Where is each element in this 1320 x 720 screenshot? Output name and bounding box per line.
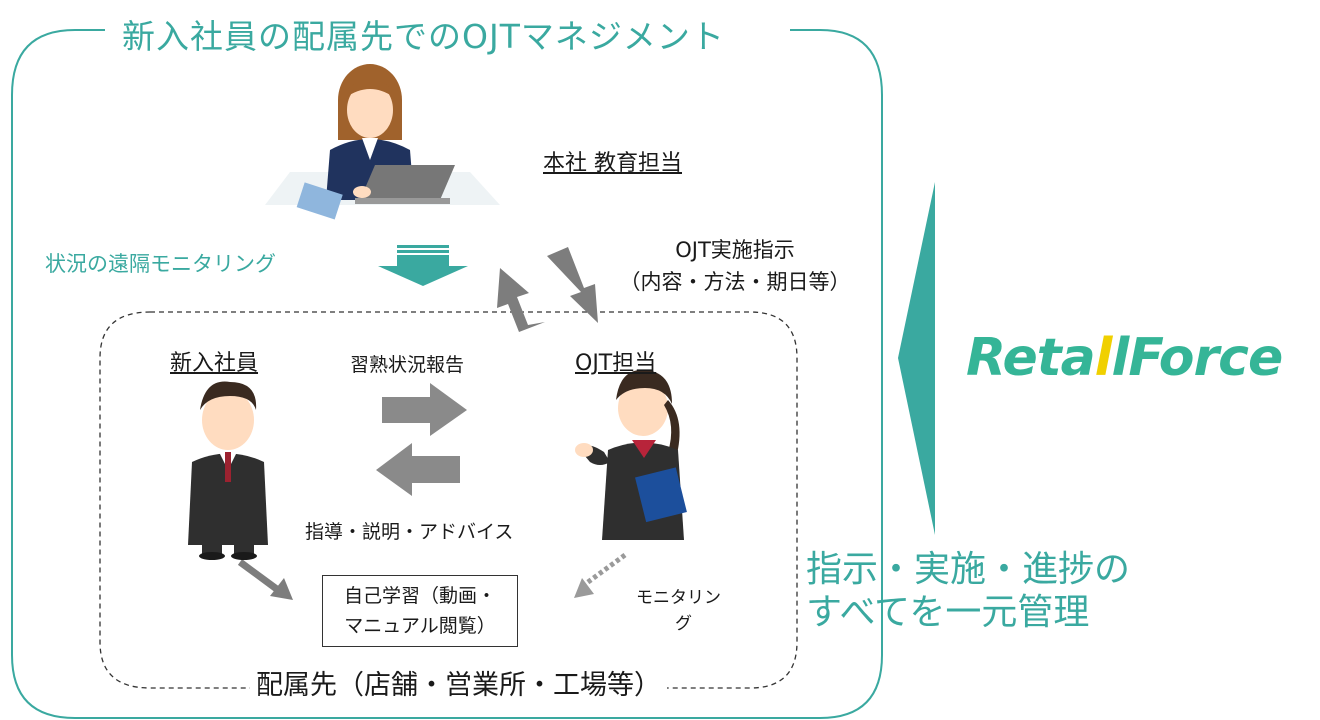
ojt-instruction-line2: （内容・方法・期日等） [619,270,851,294]
destination-label: 配属先（店舗・営業所・工場等） [250,663,667,702]
summary-text: 指示・実施・進捗の すべてを一元管理 [806,548,1130,634]
logo-figure-icon: l [1094,328,1113,388]
destination-frame [99,311,798,689]
self-study-line1: 自己学習（動画・ [343,585,496,607]
instruction-down-arrow [547,247,598,323]
guidance-left-arrow [376,443,460,496]
logo-text-end: lForce [1111,328,1284,388]
outer-frame [11,29,883,719]
report-up-arrow [497,268,545,332]
ojt-lead-label: OJT担当 [575,351,657,376]
hq-education-label: 本社 教育担当 [543,151,682,176]
monitoring-label-line2: グ [675,614,692,634]
summary-line1: 指示・実施・進捗の [806,549,1131,590]
page-title: 新入社員の配属先でのOJTマネジメント [122,17,725,56]
summary-line2: すべてを一元管理 [806,592,1090,633]
monitoring-down-arrow [378,245,468,286]
self-study-line2: マニュアル閲覧） [344,615,496,637]
ojt-instruction-line1: OJT実施指示 [675,238,795,262]
logo-text-start: Reta [966,328,1096,388]
new-employee-illustration [188,381,268,560]
guidance-label: 指導・説明・アドバイス [305,521,514,543]
new-employee-label: 新入社員 [170,351,259,376]
self-study-box: 自己学習（動画・ マニュアル閲覧） [322,575,518,647]
employee-study-arrow [237,559,293,600]
monitoring-dotted-arrow [574,552,627,598]
ojt-lead-illustration [575,369,687,540]
proficiency-report-label: 習熟状況報告 [350,354,465,376]
retailforce-logo: RetallForce [966,328,1284,388]
retailforce-chevron [898,182,935,535]
report-right-arrow [382,383,467,436]
remote-monitoring-label: 状況の遠隔モニタリング [45,252,276,276]
monitoring-label-line1: モニタリン [636,588,721,608]
hq-staff-illustration [265,64,500,220]
